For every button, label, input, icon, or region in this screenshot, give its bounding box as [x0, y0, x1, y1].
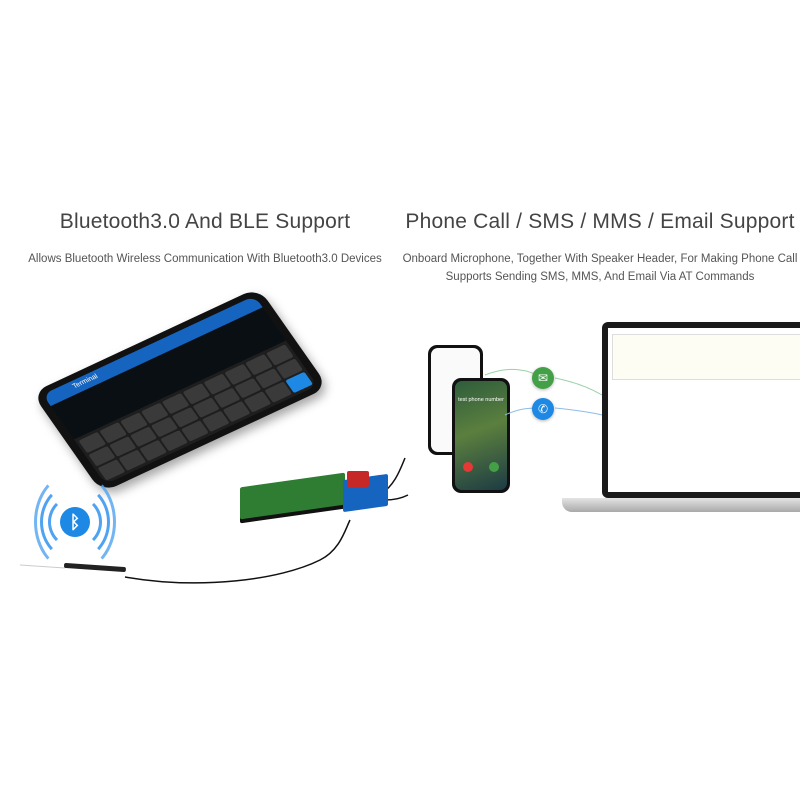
pico-board: [240, 472, 345, 520]
bluetooth-heading: Bluetooth3.0 And BLE Support: [59, 210, 351, 233]
laptop-screen: [608, 328, 800, 492]
sim-chip: [347, 471, 369, 487]
incoming-call-phone: test phone number: [452, 378, 510, 493]
incoming-call-screen: test phone number: [455, 381, 507, 490]
antenna: [64, 562, 126, 573]
phone-call-icon: ✆: [532, 398, 554, 420]
phone-call-description-line1: Onboard Microphone, Together With Speake…: [402, 253, 798, 265]
accept-call-button: [489, 462, 499, 472]
laptop-base: [562, 498, 800, 512]
serial-log: [612, 380, 800, 488]
laptop: [602, 322, 800, 498]
decline-call-button: [463, 462, 473, 472]
code-editor: [612, 334, 800, 380]
caller-label: test phone number: [458, 397, 504, 403]
pico-sim-board: [235, 465, 415, 535]
message-icon: ✉: [532, 367, 554, 389]
phone-call-description-line2: Supports Sending SMS, MMS, And Email Via…: [445, 271, 755, 283]
bluetooth-description: Allows Bluetooth Wireless Communication …: [28, 253, 382, 265]
bluetooth-signal: ᛒ: [22, 471, 127, 573]
phone-call-heading: Phone Call / SMS / MMS / Email Support: [405, 210, 795, 233]
bluetooth-icon: ᛒ: [60, 507, 90, 537]
